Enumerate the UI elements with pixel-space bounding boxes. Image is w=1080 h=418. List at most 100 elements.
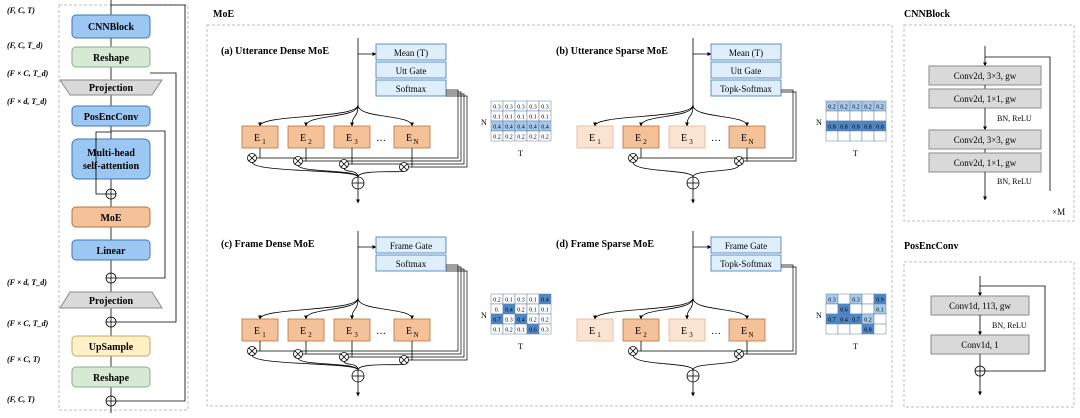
expert-ellipsis: … bbox=[711, 326, 721, 337]
expert-label: E bbox=[254, 133, 260, 144]
matrix-value: 0.2 bbox=[852, 105, 860, 111]
matrix-cell bbox=[849, 303, 863, 315]
matrix-value: 0.1 bbox=[541, 308, 549, 314]
gate-block bbox=[710, 236, 782, 254]
matrix-cell bbox=[837, 293, 851, 305]
matrix-value: 0.4 bbox=[517, 125, 525, 131]
matrix-value: 0.1 bbox=[529, 115, 537, 121]
matrix-cell bbox=[837, 110, 851, 122]
matrix-value: 0.8 bbox=[852, 125, 860, 131]
gate-block bbox=[375, 236, 447, 254]
projection-label: Projection bbox=[89, 83, 134, 94]
matrix-value: 0. bbox=[495, 308, 500, 314]
reshape-block bbox=[71, 46, 151, 68]
upsample-block bbox=[71, 335, 151, 357]
projection-block-2 bbox=[59, 291, 163, 309]
gate-block bbox=[710, 61, 782, 79]
dim-label: (F, C, T) bbox=[7, 395, 35, 404]
cnnblock-label: CNNBlock bbox=[88, 22, 135, 33]
matrix-row-axis: N bbox=[481, 118, 487, 127]
skip-connection bbox=[116, 72, 177, 323]
expert-subscript: 1 bbox=[597, 331, 601, 339]
conv-layer-label: Conv2d, 1×1, gw bbox=[954, 94, 1017, 104]
gate-label: Softmax bbox=[396, 84, 427, 94]
projection-block bbox=[59, 79, 163, 96]
matrix-value: 0.8 bbox=[828, 125, 836, 131]
matrix-cell bbox=[873, 130, 887, 142]
matrix-value: 0.2 bbox=[840, 105, 848, 111]
expert-ellipsis: … bbox=[376, 326, 386, 337]
matrix-cell bbox=[861, 293, 875, 305]
matrix-cell bbox=[849, 110, 863, 122]
gate-label: Mean (T) bbox=[729, 48, 763, 58]
posencconv-label: PosEncConv bbox=[84, 112, 138, 123]
conv1d-layer-label: Conv1d, 1 bbox=[961, 340, 999, 350]
matrix-value: 0.2 bbox=[529, 135, 537, 141]
matrix-cell bbox=[849, 323, 863, 335]
cnnblock-frame bbox=[903, 24, 1075, 222]
gate-label: Topk-Softmax bbox=[720, 84, 772, 94]
moe-panel-frame bbox=[206, 24, 893, 407]
expert-subscript: 1 bbox=[262, 138, 266, 146]
expert-subscript: N bbox=[748, 138, 753, 146]
gate-block bbox=[710, 79, 782, 97]
matrix-value: 0.2 bbox=[828, 105, 836, 111]
gate-block bbox=[375, 79, 447, 97]
matrix-cell bbox=[825, 130, 839, 142]
matrix-value: 0.7 bbox=[828, 318, 836, 324]
left-pipeline: (F, C, T) (F, C, T_d) (F × C, T_d) (F × … bbox=[7, 0, 189, 413]
conv-layer-label: Conv2d, 3×3, gw bbox=[954, 135, 1017, 145]
moe-panel-title: MoE bbox=[213, 9, 234, 20]
matrix-value: 0.2 bbox=[864, 105, 872, 111]
expert-label: E bbox=[300, 326, 306, 337]
matrix-cell bbox=[861, 130, 875, 142]
gate-block bbox=[710, 254, 782, 272]
gate-label: Softmax bbox=[396, 259, 427, 269]
matrix-cell bbox=[873, 313, 887, 325]
matrix-value: 0.7 bbox=[493, 318, 501, 324]
matrix-value: 0.4 bbox=[840, 318, 848, 324]
matrix-value: 0.2 bbox=[505, 135, 513, 141]
matrix-value: 0.4 bbox=[505, 125, 513, 131]
dim-label: (F × d, T_d) bbox=[7, 278, 47, 287]
matrix-col-axis: T bbox=[518, 149, 523, 158]
bn-relu-label: BN, ReLU bbox=[997, 114, 1032, 123]
skip-connection bbox=[111, 130, 166, 279]
gate-label: Utt Gate bbox=[731, 66, 762, 76]
matrix-cell bbox=[861, 303, 875, 315]
subpanel-label: (a) Utterance Dense MoE bbox=[221, 46, 329, 57]
dim-label: (F × d, T_d) bbox=[7, 97, 47, 106]
upsample-label: UpSample bbox=[89, 342, 134, 353]
expert-ellipsis: … bbox=[711, 133, 721, 144]
subpanel-label: (b) Utterance Sparse MoE bbox=[556, 46, 668, 57]
matrix-cell bbox=[837, 323, 851, 335]
matrix-cell bbox=[538, 323, 552, 335]
matrix-cell bbox=[873, 110, 887, 122]
expert-subscript: 1 bbox=[262, 331, 266, 339]
gate-label: Topk-Softmax bbox=[720, 259, 772, 269]
matrix-value: 0.1 bbox=[529, 308, 537, 314]
expert-label: E bbox=[741, 133, 747, 144]
matrix-value: 0.1 bbox=[876, 308, 884, 314]
matrix-value: 0.3 bbox=[517, 298, 525, 304]
expert-subscript: 2 bbox=[643, 331, 647, 339]
dim-label: (F × C, T_d) bbox=[7, 319, 49, 328]
dim-label: (F × C, T_d) bbox=[7, 69, 49, 78]
expert-subscript: 3 bbox=[689, 331, 693, 339]
matrix-value: 0.1 bbox=[493, 115, 501, 121]
matrix-row-axis: N bbox=[481, 311, 487, 320]
moe-panel: MoE (a) Utterance Dense MoE Mean (T) Utt G… bbox=[206, 9, 893, 407]
expert-label: E bbox=[406, 133, 412, 144]
matrix-value: 0.3 bbox=[493, 105, 501, 111]
pipeline-frame bbox=[58, 4, 189, 411]
cnnblock-title: CNNBlock bbox=[904, 9, 951, 20]
matrix-value: 0.8 bbox=[864, 328, 872, 334]
matrix-value: 0.1 bbox=[505, 115, 513, 121]
matrix-value: 0.1 bbox=[493, 328, 501, 334]
expert-label: E bbox=[300, 133, 306, 144]
expert-label: E bbox=[346, 326, 352, 337]
matrix-value: 0.3 bbox=[541, 328, 549, 334]
repeat-label: ×M bbox=[1052, 207, 1065, 217]
